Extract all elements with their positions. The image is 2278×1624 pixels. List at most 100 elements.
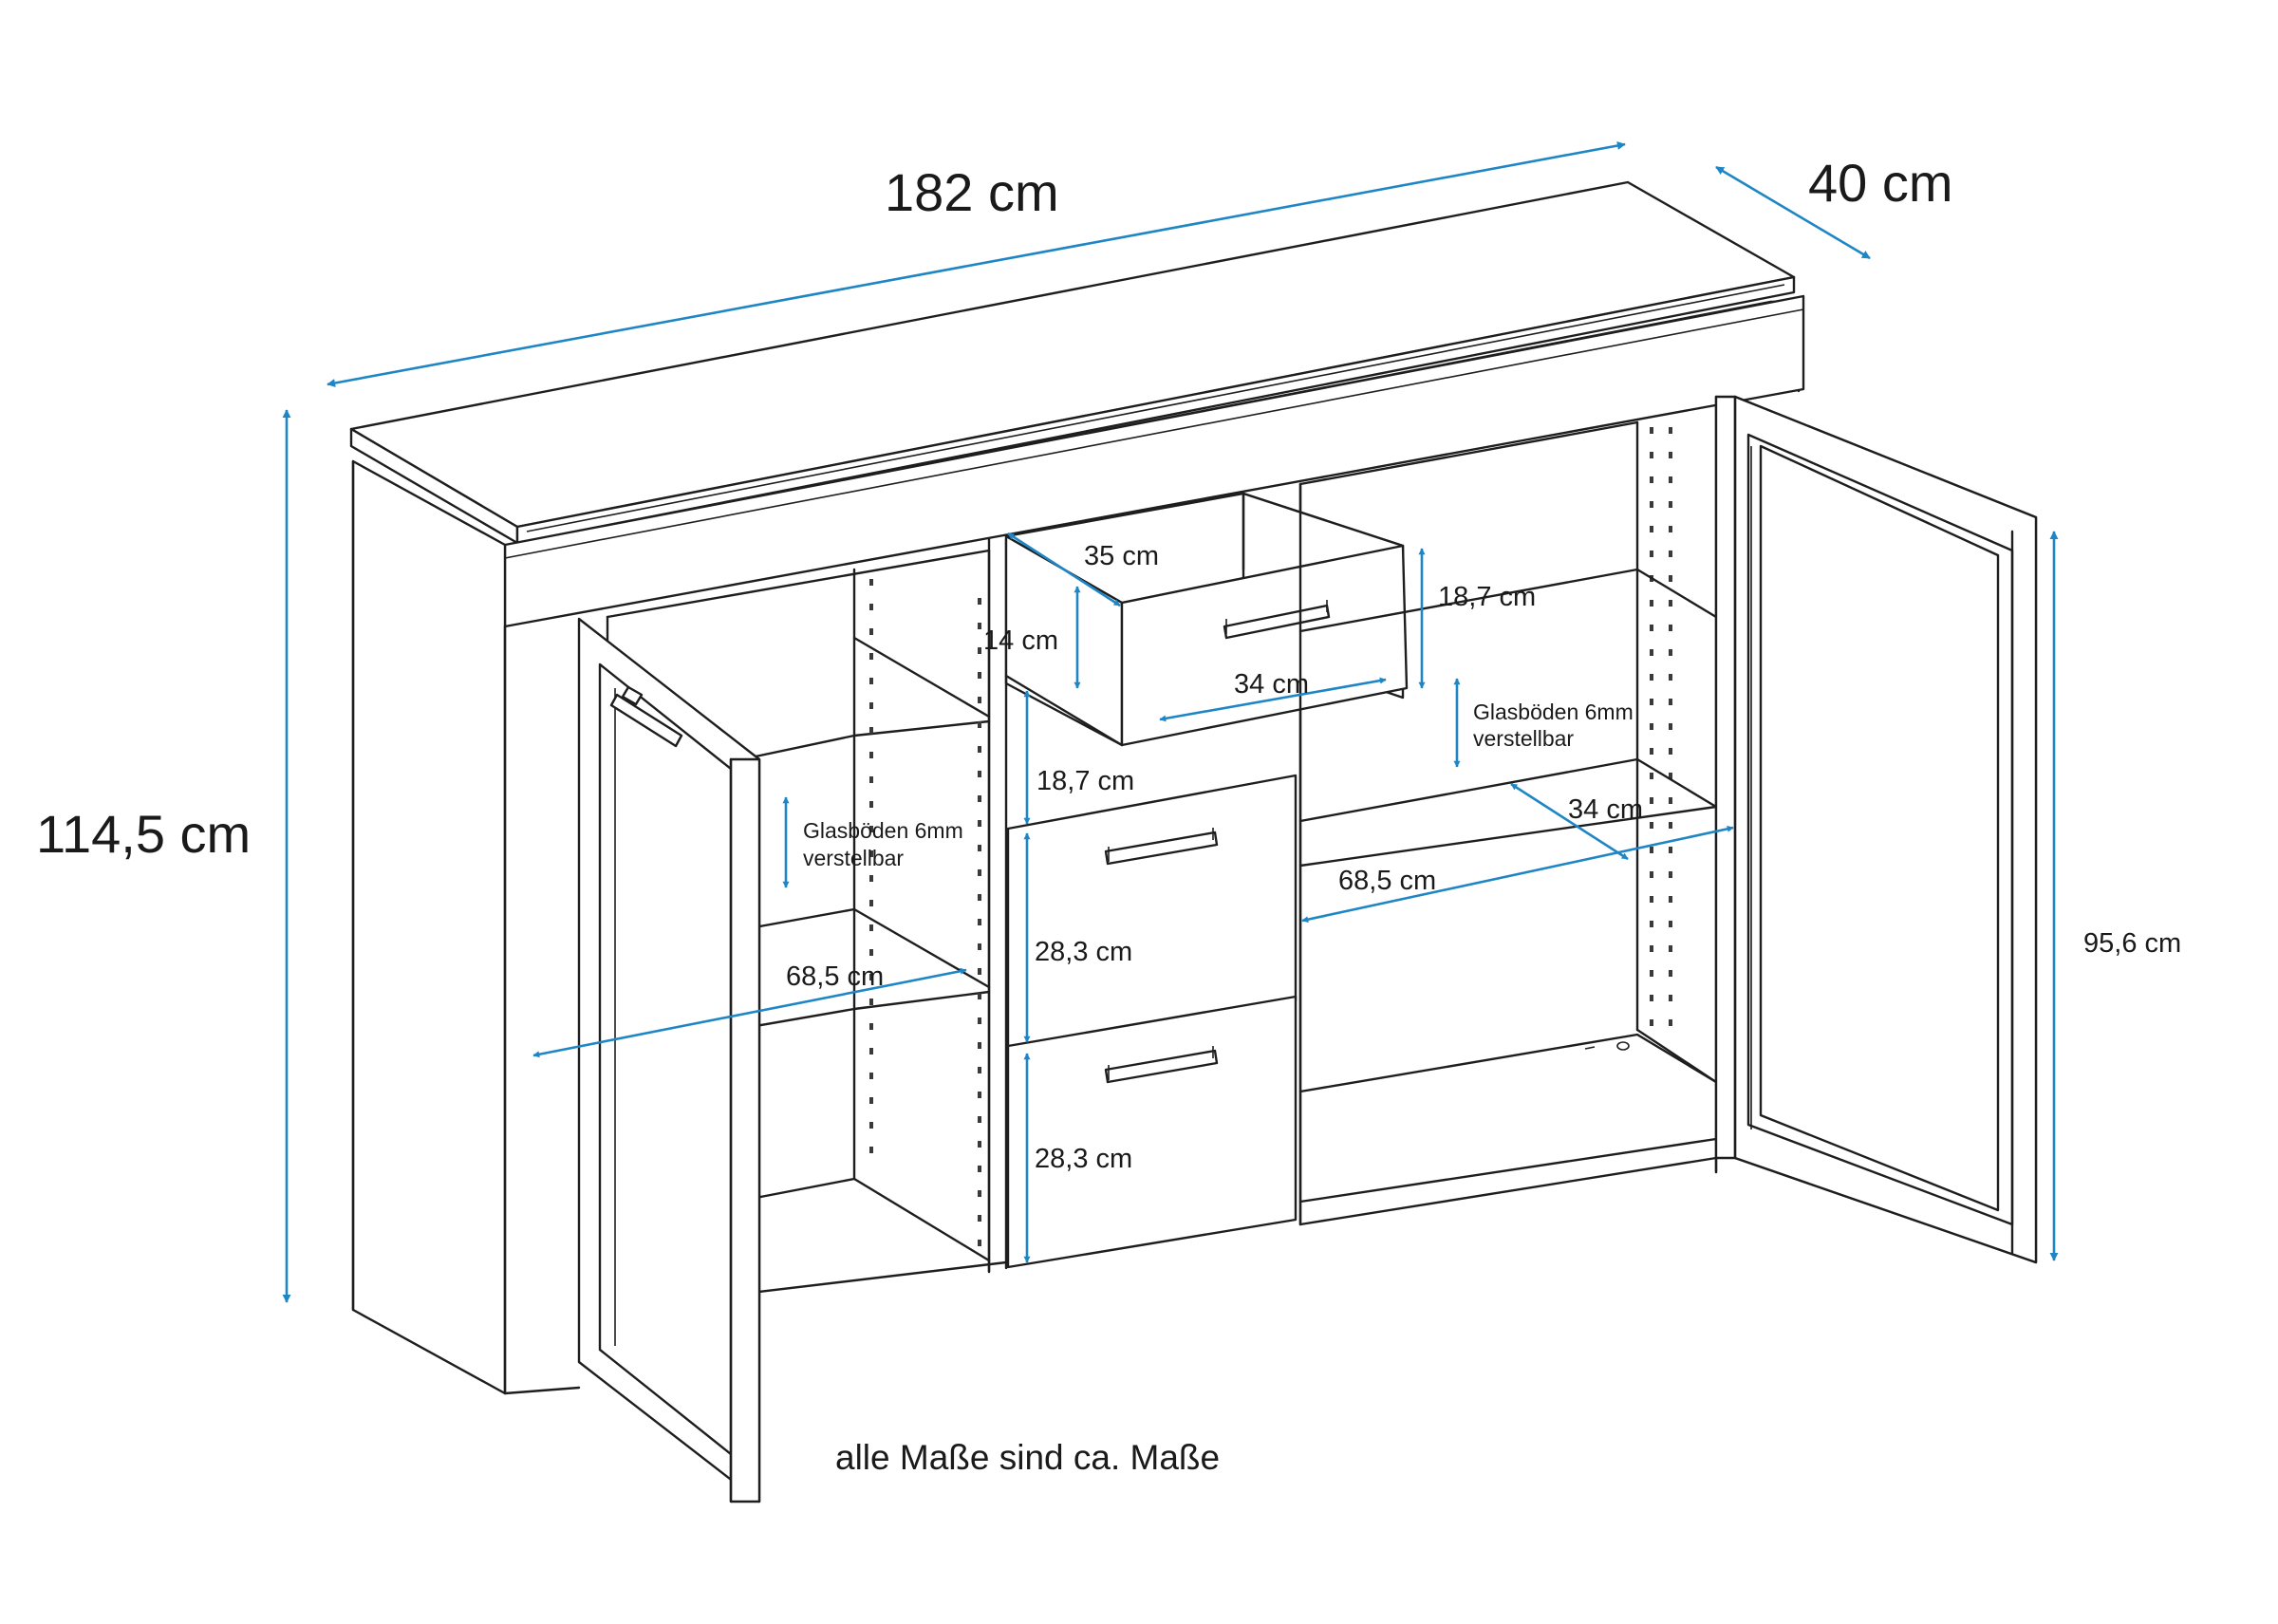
pin-hole — [1650, 1019, 1653, 1026]
pin-hole — [1650, 501, 1653, 508]
pin-hole — [978, 1240, 981, 1246]
pin-hole — [1650, 896, 1653, 903]
pin-hole — [1650, 871, 1653, 878]
bottom-drawer — [1006, 995, 1298, 1269]
door-height-label: 95,6 cm — [2083, 928, 2181, 959]
pin-hole — [1669, 871, 1672, 878]
drawer-inner-depth-arrow — [1159, 677, 1387, 722]
pin-hole — [978, 919, 981, 925]
pin-hole — [1650, 600, 1653, 607]
pin-hole — [978, 1042, 981, 1049]
pin-hole — [1650, 970, 1653, 977]
pin-hole — [978, 894, 981, 901]
pin-hole — [1669, 600, 1672, 607]
pin-hole — [869, 1097, 873, 1104]
pin-hole — [869, 579, 873, 586]
pin-hole — [869, 776, 873, 783]
pin-hole — [1650, 797, 1653, 804]
left-door-handle — [609, 685, 683, 748]
pin-hole — [1669, 649, 1672, 656]
footnote: alle Maße sind ca. Maße — [835, 1438, 1220, 1477]
pin-hole — [1669, 896, 1672, 903]
drawer-middle-height-label: 28,3 cm — [1035, 937, 1132, 967]
pin-hole — [978, 1092, 981, 1098]
left-side-panel — [351, 459, 581, 1395]
pin-hole — [869, 1023, 873, 1030]
top-drawer-handle — [1223, 600, 1331, 640]
pin-hole — [978, 1067, 981, 1073]
left-width-label: 68,5 cm — [786, 961, 884, 992]
pin-hole — [1669, 921, 1672, 927]
pin-hole — [1669, 674, 1672, 681]
pin-hole — [869, 1147, 873, 1153]
right-shelf-note-line1: Glasböden 6mm — [1473, 700, 1634, 724]
right-shelf-note-line2: verstellbar — [1473, 726, 1574, 751]
pin-hole — [869, 850, 873, 857]
pin-hole — [1669, 773, 1672, 779]
pin-hole — [1650, 625, 1653, 631]
pin-hole — [978, 1116, 981, 1123]
pin-hole — [869, 604, 873, 610]
pin-hole — [869, 924, 873, 931]
left-shelf-note-line1: Glasböden 6mm — [803, 818, 963, 843]
drawer-inner-depth-label: 34 cm — [1234, 669, 1309, 700]
pin-hole — [978, 771, 981, 777]
right-depth-arrow — [1510, 782, 1629, 861]
pin-hole — [1669, 501, 1672, 508]
pin-hole — [1669, 526, 1672, 532]
pin-hole — [1650, 773, 1653, 779]
drawer-bottom-height-label: 28,3 cm — [1035, 1144, 1132, 1174]
pin-hole — [1669, 427, 1672, 434]
pin-hole — [1650, 649, 1653, 656]
pin-hole — [1669, 625, 1672, 631]
pin-hole — [1650, 748, 1653, 755]
pin-hole — [869, 1073, 873, 1079]
middle-drawer-handle — [1104, 828, 1219, 866]
pin-hole — [978, 1017, 981, 1024]
pin-hole — [869, 900, 873, 906]
pin-hole — [869, 727, 873, 734]
pin-hole — [978, 1141, 981, 1148]
pin-hole — [869, 628, 873, 635]
pin-hole — [1669, 970, 1672, 977]
right-width-label: 68,5 cm — [1338, 866, 1436, 896]
pin-hole — [869, 801, 873, 808]
pin-hole — [978, 845, 981, 851]
bottom-drawer-handle — [1104, 1046, 1219, 1084]
pin-hole — [869, 702, 873, 709]
pin-hole — [978, 746, 981, 753]
pin-hole — [978, 623, 981, 629]
pin-hole — [869, 826, 873, 832]
left-shelf-note-line2: verstellbar — [803, 846, 904, 870]
pin-hole — [869, 875, 873, 882]
pin-hole — [978, 943, 981, 950]
pin-hole — [1669, 551, 1672, 557]
pin-hole — [1669, 995, 1672, 1001]
pin-hole — [1650, 427, 1653, 434]
pin-hole — [869, 1122, 873, 1129]
pin-hole — [1650, 995, 1653, 1001]
left-door — [577, 617, 761, 1503]
pin-hole — [1650, 526, 1653, 532]
pin-hole — [1650, 921, 1653, 927]
overall-height-label: 114,5 cm — [36, 804, 251, 864]
pin-hole — [978, 993, 981, 999]
pin-hole — [978, 820, 981, 827]
pin-hole — [1669, 575, 1672, 582]
pin-hole — [978, 697, 981, 703]
right-door — [1714, 395, 2038, 1264]
pin-hole — [1669, 1019, 1672, 1026]
pin-hole — [1669, 797, 1672, 804]
pin-hole — [1650, 476, 1653, 483]
pin-hole — [1669, 822, 1672, 829]
pin-hole — [1650, 699, 1653, 705]
pin-hole — [1650, 723, 1653, 730]
pin-hole — [869, 949, 873, 956]
pin-hole — [1669, 476, 1672, 483]
pin-hole — [978, 869, 981, 876]
drawer-top-height-label: 18,7 cm — [1438, 582, 1536, 612]
right-depth-label: 34 cm — [1568, 794, 1643, 825]
drawer-upper-height-label: 18,7 cm — [1036, 766, 1134, 796]
pin-hole — [1669, 748, 1672, 755]
